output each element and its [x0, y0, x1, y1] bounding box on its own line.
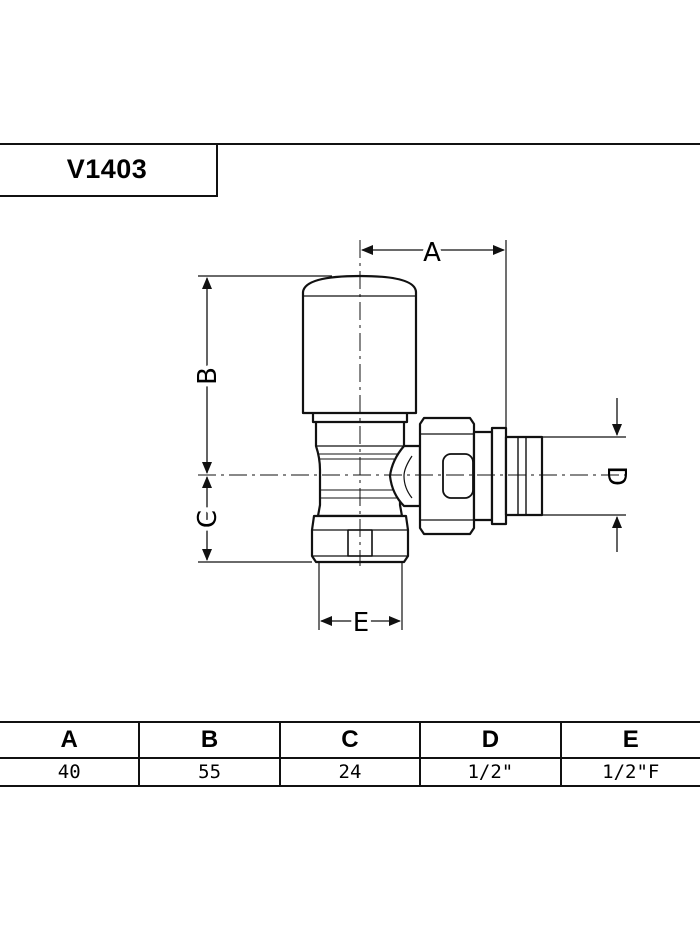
dim-label-e: E: [353, 608, 369, 638]
table-row: 40 55 24 1/2" 1/2"F: [0, 757, 700, 787]
threaded-tail: [504, 435, 544, 517]
table-cell: 1/2": [419, 757, 562, 787]
table-cell: 40: [0, 757, 141, 787]
top-rule: [0, 143, 700, 145]
dim-label-a: A: [423, 238, 441, 268]
elbow: [388, 444, 422, 508]
bottom-nut: [310, 514, 410, 564]
table-header-cell: C: [278, 721, 422, 759]
dim-label-c: C: [193, 510, 223, 528]
table-cell: 1/2"F: [559, 757, 700, 787]
table-header-cell: E: [559, 721, 700, 759]
table-header-cell: B: [138, 721, 281, 759]
union-collar: [472, 430, 494, 522]
title-box: V1403: [0, 143, 218, 197]
dim-label-d: D: [601, 466, 631, 486]
centre-lines: [198, 240, 626, 566]
cap-base: [311, 413, 409, 424]
table-header-row: A B C D E: [0, 721, 700, 759]
dimension-table: A B C D E 40 55 24 1/2" 1/2"F: [0, 721, 700, 787]
table-cell: 55: [138, 757, 281, 787]
union-nut: [418, 416, 476, 536]
table-header-cell: A: [0, 721, 141, 759]
dimension-lines: [202, 245, 622, 626]
dim-label-b: B: [193, 367, 223, 385]
table-cell: 24: [278, 757, 422, 787]
model-title: V1403: [66, 153, 148, 184]
table-header-cell: D: [419, 721, 562, 759]
extension-lines: [198, 240, 626, 630]
